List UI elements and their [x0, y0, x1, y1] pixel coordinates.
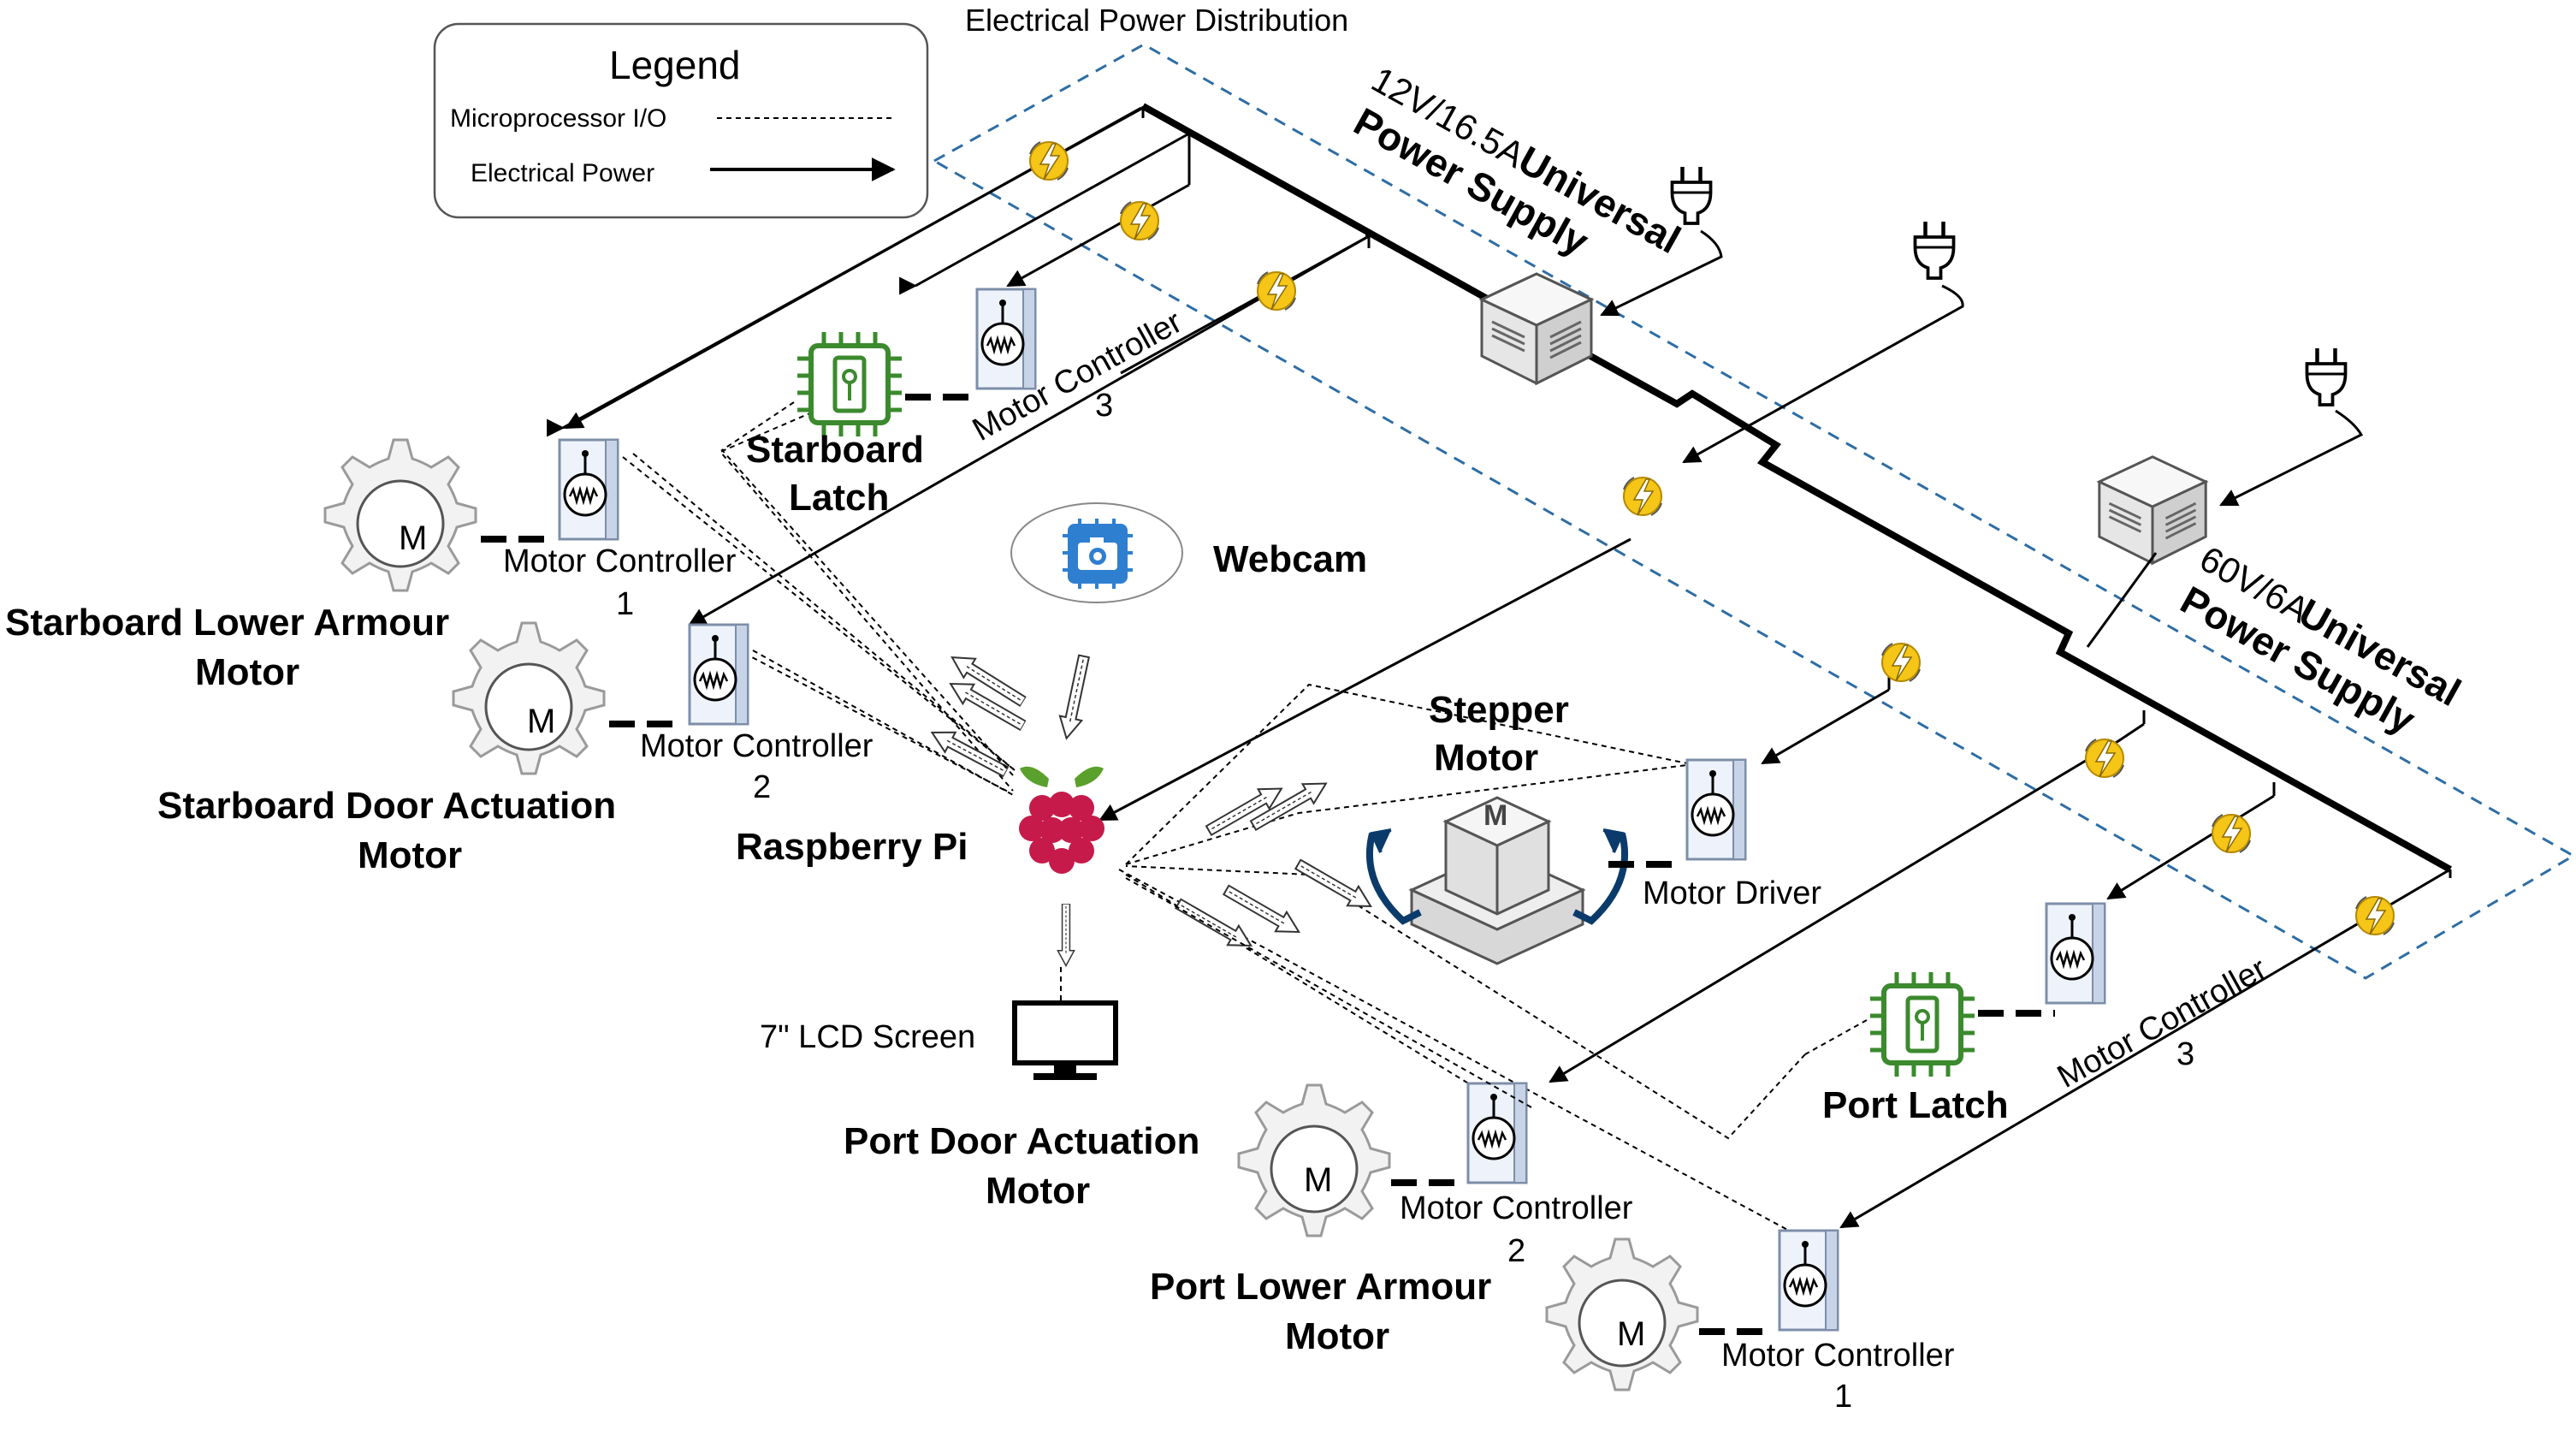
webcam-label: Webcam	[1213, 538, 1367, 580]
sb-door-label-line1: Starboard Door Actuation	[157, 785, 616, 827]
lightning-bolt-icon	[1257, 271, 1296, 311]
lightning-bolt-icon	[1029, 141, 1069, 181]
psu-60v-box-icon	[2098, 455, 2207, 565]
port-lower-label-line1: Port Lower Armour	[1150, 1266, 1491, 1308]
lightning-bolt-icon	[2085, 739, 2124, 778]
stepper-motor: M Stepper Motor	[1366, 689, 1682, 965]
lcd-label: 7" LCD Screen	[760, 1019, 975, 1055]
starboard-latch-label-line1: Starboard	[746, 429, 924, 471]
port-lower-label-line2: Motor	[1285, 1315, 1389, 1357]
psu-12v-box-icon	[1480, 272, 1593, 385]
lightning-bolt-icon	[1120, 201, 1159, 240]
motor-letter: M	[399, 519, 427, 557]
stepper-label-line2: Motor	[1434, 737, 1538, 779]
power-feed-lines	[562, 106, 2452, 1229]
mc-label: Motor Controller	[640, 728, 873, 764]
port-latch-label: Port Latch	[1822, 1084, 2009, 1126]
mc-number: 2	[1507, 1233, 1525, 1269]
port-door-label-line1: Port Door Actuation	[844, 1120, 1199, 1162]
webcam: Webcam	[1010, 502, 1367, 603]
raspberry-pi-label: Raspberry Pi	[736, 826, 968, 868]
lightning-bolt-icon	[1881, 643, 1921, 682]
legend-io-label: Microprocessor I/O	[450, 104, 666, 133]
power-plug-icon	[2306, 348, 2347, 405]
io-arrows	[926, 647, 1378, 967]
starboard-latch-label-line2: Latch	[789, 477, 889, 519]
diagram-title: Electrical Power Distribution	[965, 3, 1348, 38]
lightning-bolt-icon	[1623, 477, 1662, 516]
stepper-letter: M	[1483, 799, 1507, 832]
mc-label: Motor Controller	[503, 543, 737, 579]
psu-60v-label: 60V/6A Universal Power Supply	[2173, 538, 2467, 743]
legend-title: Legend	[609, 43, 741, 87]
gear-icon	[1545, 1237, 1699, 1392]
lcd-screen: 7" LCD Screen	[760, 1000, 1118, 1080]
sb-lower-armour-label-line1: Starboard Lower Armour	[5, 602, 449, 644]
motor-controller-icon	[558, 438, 619, 541]
mc-label: Motor Controller	[1721, 1338, 1955, 1374]
power-plug-icon	[1671, 167, 1712, 223]
psu-12v-label: 12V/16.5A Universal Power Supply	[1347, 59, 1688, 264]
motor-controller-icon	[688, 623, 749, 726]
legend: Legend Microprocessor I/O Electrical Pow…	[433, 22, 929, 219]
motor-controller-icon	[975, 288, 1037, 390]
webcam-chip-icon	[1063, 519, 1133, 589]
motor-driver-icon	[1685, 758, 1747, 861]
monitor-icon	[1012, 1000, 1118, 1080]
gear-icon	[323, 438, 477, 592]
mc-number: 3	[2176, 1036, 2194, 1072]
mc-number: 1	[616, 586, 634, 622]
sb-lower-armour-label-line2: Motor	[195, 651, 299, 693]
power-plug-icon	[1914, 222, 1955, 278]
port-latch-chip-icon	[1870, 972, 1975, 1077]
stepper-label-line1: Stepper	[1429, 689, 1569, 731]
lightning-bolt-icon	[2212, 814, 2251, 853]
motor-letter: M	[527, 703, 555, 740]
raspberry-pi-icon	[1019, 766, 1104, 874]
stepper-motor-icon: M	[1366, 796, 1628, 965]
mc-number: 1	[1834, 1379, 1852, 1415]
gear-icon	[452, 621, 606, 775]
starboard-latch-chip-icon	[797, 332, 902, 436]
sb-door-label-line2: Motor	[358, 834, 462, 876]
gear-icon	[1237, 1083, 1391, 1237]
legend-power-label: Electrical Power	[471, 159, 654, 187]
mc-number: 3	[1095, 388, 1113, 424]
mc-number: 2	[753, 769, 771, 805]
motor-driver-label: Motor Driver	[1643, 875, 1821, 911]
io-links	[622, 456, 1532, 1108]
lightning-bolt-icon	[2355, 896, 2395, 935]
power-distribution-region	[931, 43, 2576, 980]
motor-controller-icon	[2045, 902, 2106, 1005]
mc-label: Motor Controller	[1400, 1190, 1633, 1226]
motor-letter: M	[1304, 1161, 1332, 1199]
port-door-label-line2: Motor	[986, 1170, 1090, 1212]
motor-letter: M	[1617, 1315, 1645, 1353]
raspberry-pi: Raspberry Pi	[736, 766, 1104, 874]
io-lines	[632, 393, 1868, 1238]
motor-controller-icon	[1466, 1082, 1528, 1184]
motor-controller-icon	[1778, 1229, 1839, 1332]
